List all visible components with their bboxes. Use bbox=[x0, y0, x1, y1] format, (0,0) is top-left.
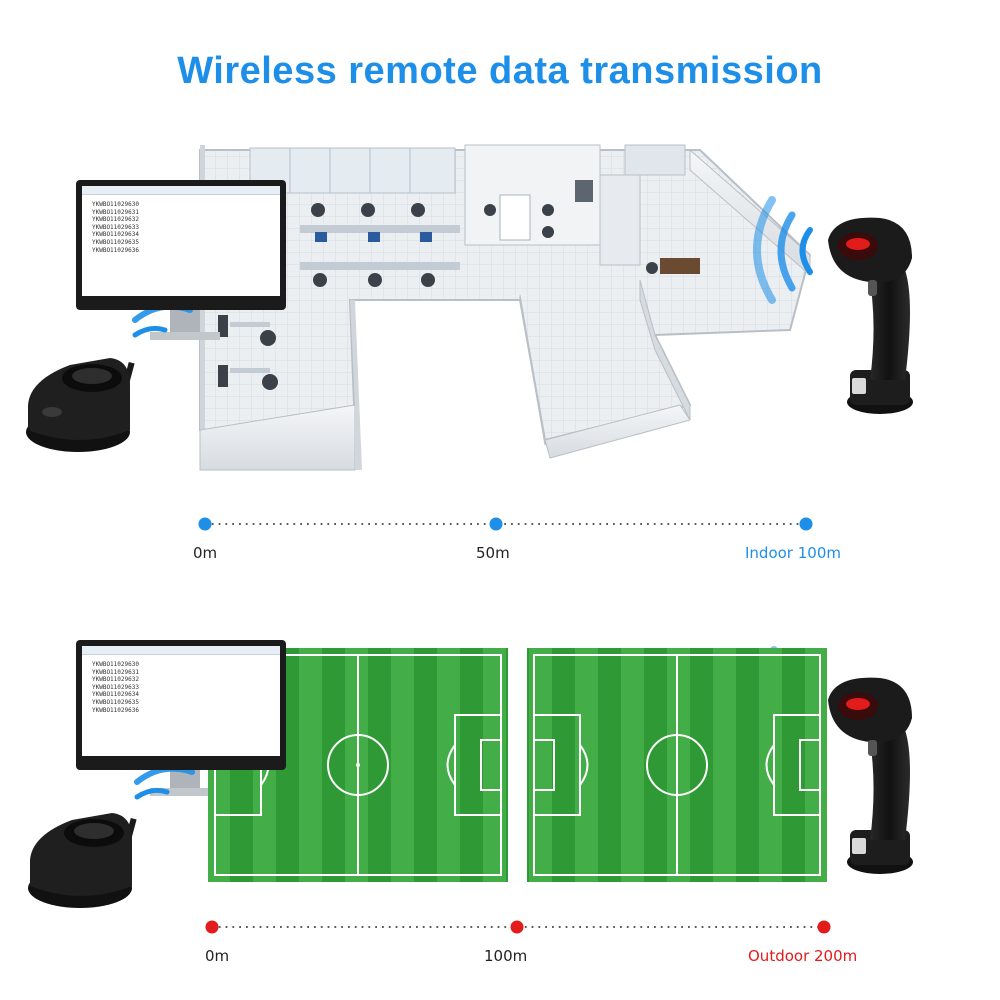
scale-dot-end bbox=[799, 517, 813, 531]
window-titlebar bbox=[82, 646, 280, 655]
page-title: Wireless remote data transmission bbox=[177, 50, 823, 92]
barcode-scanner-icon-top bbox=[828, 217, 913, 414]
office-floorplan bbox=[199, 144, 812, 471]
code-line: YKWBO11029636 bbox=[92, 706, 139, 714]
barcode-scanner-icon-bottom bbox=[828, 677, 913, 874]
code-line: YKWBO11029632 bbox=[92, 216, 139, 224]
indoor-distance-scale bbox=[198, 517, 813, 531]
window-titlebar bbox=[82, 186, 280, 195]
scale-dot-mid bbox=[489, 517, 503, 531]
monitor-screen: YKWBO11029630 YKWBO11029631 YKWBO1102963… bbox=[82, 186, 280, 296]
code-line: YKWBO11029634 bbox=[92, 231, 139, 239]
scale-dot-end bbox=[817, 920, 831, 934]
code-line: YKWBO11029631 bbox=[92, 208, 139, 216]
code-line: YKWBO11029635 bbox=[92, 238, 139, 246]
soccer-field-right bbox=[527, 648, 827, 882]
outdoor-distance-scale bbox=[205, 920, 831, 934]
wifi-signal-icon-top-right bbox=[753, 196, 813, 304]
indoor-scale-end-label: Indoor 100m bbox=[745, 544, 841, 562]
scanned-code-list: YKWBO11029630 YKWBO11029631 YKWBO1102963… bbox=[92, 661, 280, 714]
outdoor-scale-mid-label: 100m bbox=[484, 947, 528, 965]
scanned-code-list: YKWBO11029630 YKWBO11029631 YKWBO1102963… bbox=[92, 201, 280, 254]
receiver-cradle-icon-bottom bbox=[28, 813, 137, 908]
code-line: YKWBO11029630 bbox=[92, 661, 139, 668]
code-line: YKWBO11029630 bbox=[92, 201, 139, 208]
scale-dot-mid bbox=[510, 920, 524, 934]
code-line: YKWBO11029636 bbox=[92, 246, 139, 254]
scale-dot-start bbox=[198, 517, 212, 531]
outdoor-scale-start-label: 0m bbox=[205, 947, 230, 965]
receiver-cradle-icon-top bbox=[26, 358, 135, 452]
scale-dot-start bbox=[205, 920, 219, 934]
code-line: YKWBO11029633 bbox=[92, 683, 139, 691]
code-line: YKWBO11029633 bbox=[92, 223, 139, 231]
code-line: YKWBO11029635 bbox=[92, 698, 139, 706]
monitor-screen: YKWBO11029630 YKWBO11029631 YKWBO1102963… bbox=[82, 646, 280, 756]
indoor-scale-start-label: 0m bbox=[193, 544, 218, 562]
code-line: YKWBO11029632 bbox=[92, 676, 139, 684]
code-line: YKWBO11029631 bbox=[92, 668, 139, 676]
code-line: YKWBO11029634 bbox=[92, 691, 139, 699]
outdoor-scale-end-label: Outdoor 200m bbox=[748, 947, 858, 965]
indoor-scale-mid-label: 50m bbox=[476, 544, 510, 562]
monitor-icon-bottom: YKWBO11029630 YKWBO11029631 YKWBO1102963… bbox=[76, 640, 286, 770]
monitor-icon-top: YKWBO11029630 YKWBO11029631 YKWBO1102963… bbox=[76, 180, 286, 310]
